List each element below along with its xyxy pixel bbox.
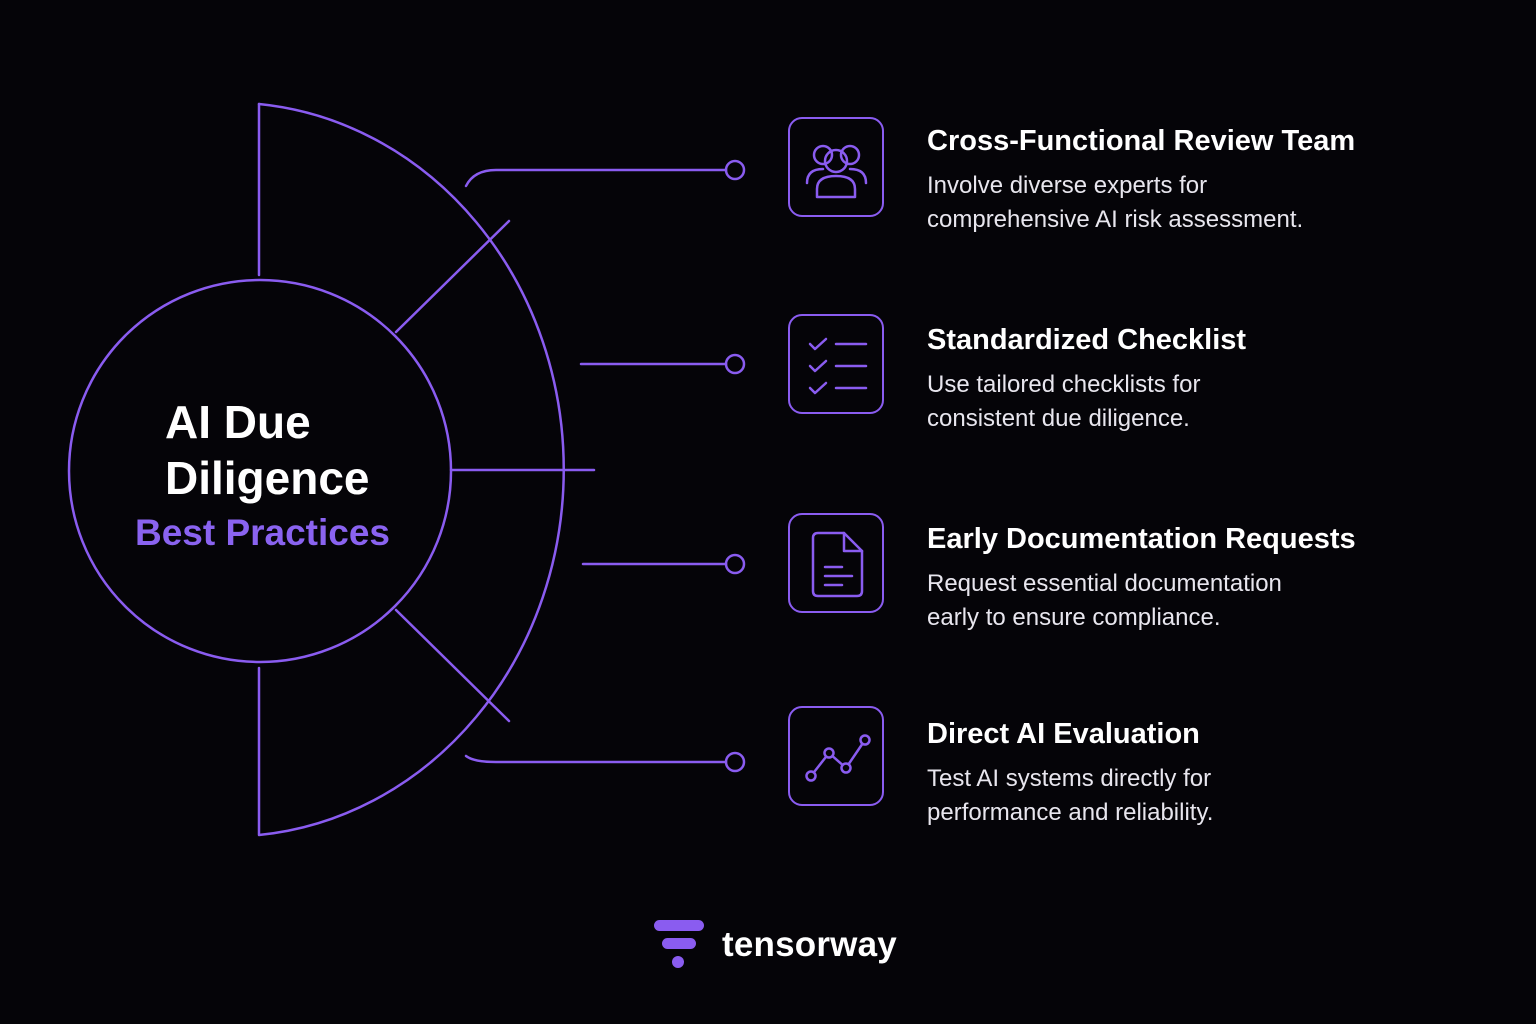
center-title-line-1: AI Due bbox=[165, 396, 311, 448]
brand-footer: tensorway bbox=[652, 918, 912, 972]
practice-description-3: Request essential documentation early to… bbox=[927, 570, 1282, 631]
practice-description-2: Use tailored checklists for consistent d… bbox=[927, 371, 1201, 432]
brand-name: tensorway bbox=[722, 925, 897, 964]
practice-icon-box-1 bbox=[788, 117, 884, 217]
practice-title-2: Standardized Checklist bbox=[927, 324, 1247, 356]
tensorway-logo-icon bbox=[654, 920, 704, 968]
practice-item-4: Direct AI Evaluation Test AI systems dir… bbox=[927, 716, 1487, 830]
segment-divider-3 bbox=[394, 608, 511, 723]
line-chart-icon bbox=[805, 734, 871, 782]
practice-title-1: Cross-Functional Review Team bbox=[927, 125, 1356, 157]
outer-ring-outline bbox=[257, 102, 565, 837]
practice-icon-box-3 bbox=[788, 513, 884, 613]
practice-icon-box-2 bbox=[788, 314, 884, 414]
connector-node-4 bbox=[724, 751, 746, 773]
connector-node-2 bbox=[724, 353, 746, 375]
connector-1 bbox=[464, 168, 728, 188]
document-icon bbox=[811, 531, 864, 598]
practice-title-3: Early Documentation Requests bbox=[927, 523, 1356, 555]
practice-description-1: Involve diverse experts for comprehensiv… bbox=[927, 172, 1304, 233]
practice-title-4: Direct AI Evaluation bbox=[927, 718, 1200, 750]
segment-divider-1 bbox=[394, 219, 511, 334]
practice-item-3: Early Documentation Requests Request ess… bbox=[927, 521, 1487, 635]
center-title-line-2: Diligence bbox=[165, 452, 370, 504]
practice-item-1: Cross-Functional Review Team Involve div… bbox=[927, 123, 1487, 237]
connector-node-3 bbox=[724, 553, 746, 575]
connector-node-1 bbox=[724, 159, 746, 181]
practice-item-2: Standardized Checklist Use tailored chec… bbox=[927, 322, 1487, 436]
users-group-icon bbox=[805, 144, 868, 199]
practice-icon-box-4 bbox=[788, 706, 884, 806]
checklist-icon bbox=[808, 337, 868, 395]
center-title: AI Due Diligence bbox=[165, 394, 425, 506]
practice-description-4: Test AI systems directly for performance… bbox=[927, 765, 1214, 826]
connector-4 bbox=[464, 754, 728, 764]
center-subtitle: Best Practices bbox=[134, 512, 391, 553]
